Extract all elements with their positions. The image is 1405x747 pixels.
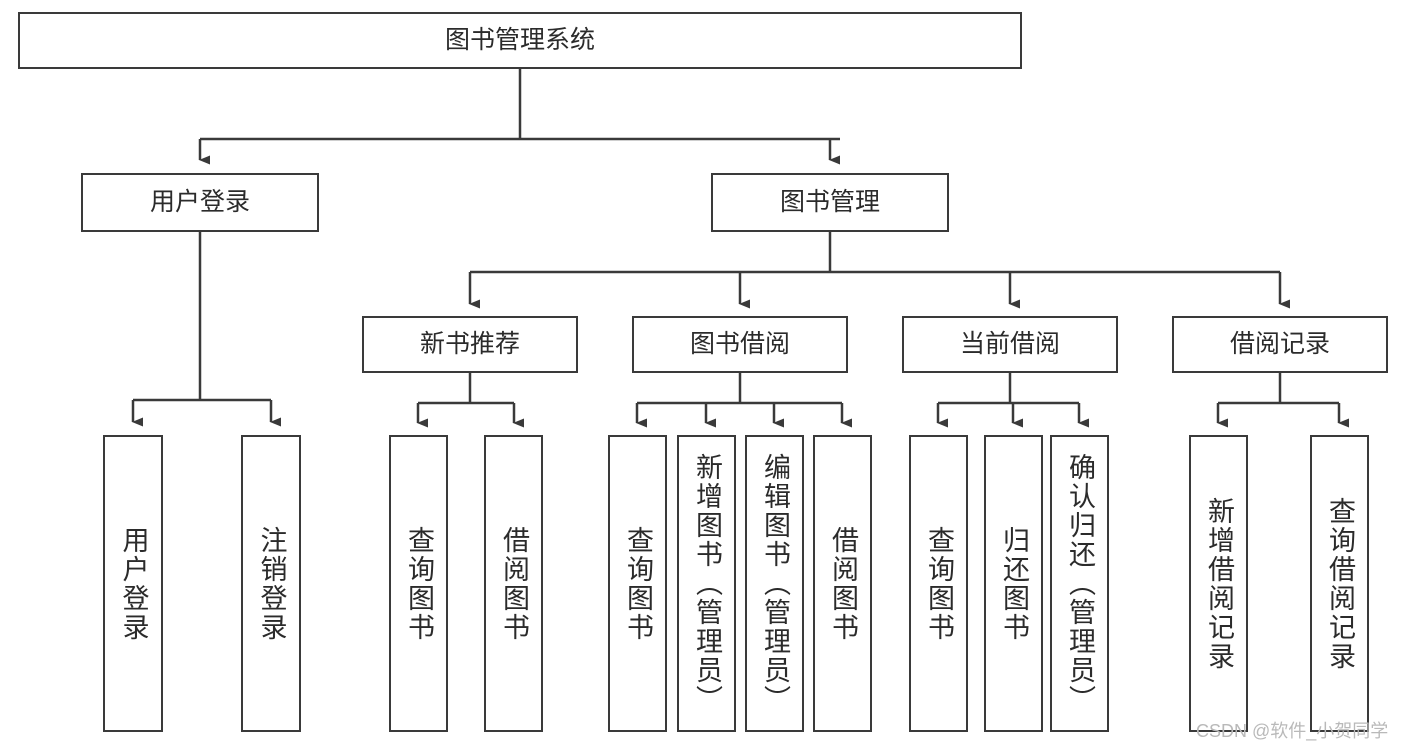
node-new-book-recommendation[interactable]: 新书推荐	[362, 316, 578, 373]
node-label: 查询借阅记录	[1325, 496, 1355, 671]
node-root-system[interactable]: 图书管理系统	[18, 12, 1022, 69]
node-user-login[interactable]: 用户登录	[81, 173, 319, 232]
node-current-borrowing[interactable]: 当前借阅	[902, 316, 1118, 373]
leaf-borrow-book[interactable]: 借阅图书	[813, 435, 872, 732]
node-label: 新增借阅记录	[1204, 496, 1234, 671]
node-label: 查询图书	[623, 525, 653, 642]
leaf-user-login[interactable]: 用户登录	[103, 435, 163, 732]
node-label: 借阅记录	[1229, 329, 1330, 358]
node-label: 新书推荐	[419, 329, 520, 358]
leaf-logout[interactable]: 注销登录	[241, 435, 301, 732]
node-label: 当前借阅	[959, 329, 1060, 358]
leaf-query-book-borrowing[interactable]: 查询图书	[608, 435, 667, 732]
node-label: 编辑图书（管理员）	[760, 453, 790, 714]
leaf-borrow-book-newbook[interactable]: 借阅图书	[484, 435, 543, 732]
leaf-query-book-newbook[interactable]: 查询图书	[389, 435, 448, 732]
node-label: 新增图书（管理员）	[692, 453, 722, 714]
node-label: 图书借阅	[689, 329, 790, 358]
node-label: 借阅图书	[828, 525, 858, 642]
leaf-query-book-current[interactable]: 查询图书	[909, 435, 968, 732]
node-label: 图书管理系统	[444, 25, 595, 54]
node-borrowing-records[interactable]: 借阅记录	[1172, 316, 1388, 373]
leaf-return-book[interactable]: 归还图书	[984, 435, 1043, 732]
leaf-add-borrow-record[interactable]: 新增借阅记录	[1189, 435, 1248, 732]
node-book-management[interactable]: 图书管理	[711, 173, 949, 232]
node-label: 注销登录	[256, 525, 287, 642]
leaf-confirm-return-admin[interactable]: 确认归还（管理员）	[1050, 435, 1109, 732]
node-label: 归还图书	[999, 525, 1029, 642]
node-label: 图书管理	[779, 187, 880, 216]
node-book-borrowing[interactable]: 图书借阅	[632, 316, 848, 373]
node-label: 用户登录	[149, 187, 250, 216]
leaf-edit-book-admin[interactable]: 编辑图书（管理员）	[745, 435, 804, 732]
node-label: 借阅图书	[499, 525, 529, 642]
leaf-query-borrow-record[interactable]: 查询借阅记录	[1310, 435, 1369, 732]
csdn-watermark: CSDN @软件_小贺同学	[1196, 721, 1389, 741]
leaf-add-book-admin[interactable]: 新增图书（管理员）	[677, 435, 736, 732]
node-label: 用户登录	[118, 525, 149, 642]
node-label: 确认归还（管理员）	[1065, 453, 1095, 714]
node-label: 查询图书	[404, 525, 434, 642]
node-label: 查询图书	[924, 525, 954, 642]
